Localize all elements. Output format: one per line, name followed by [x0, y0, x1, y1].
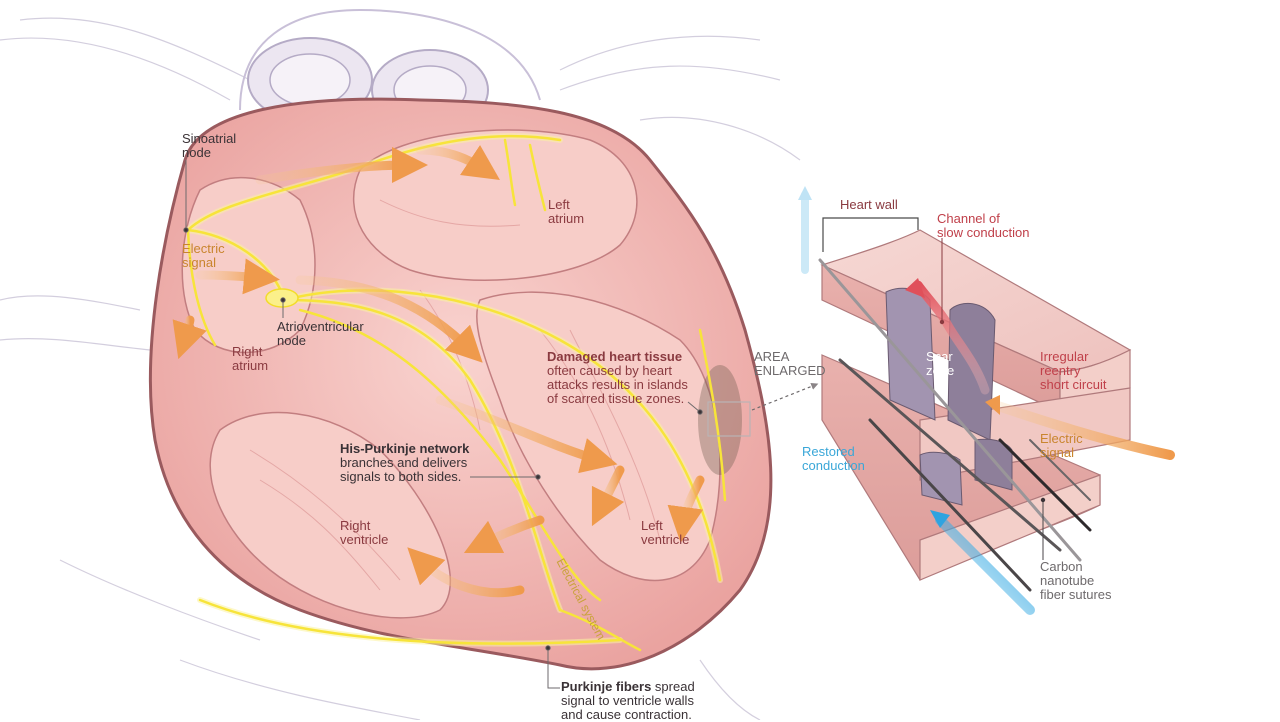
restored-conduction-arrow [935, 515, 1035, 615]
reentry-arrow [913, 280, 990, 395]
label-his-purkinje-title: His-Purkinje network [340, 441, 470, 456]
heart-wall-bracket [822, 217, 919, 252]
area-enlarged-connector [751, 382, 819, 411]
damaged-tissue-patch [698, 365, 742, 475]
label-sinoatrial-node: Sinoatrial node [182, 131, 237, 160]
label-his-purkinje-body: branches and delivers signals to both si… [340, 455, 468, 484]
label-left-ventricle: Left ventricle [641, 518, 690, 547]
label-restored-conduction: Restored conduction [802, 444, 865, 473]
label-heart-wall: Heart wall [840, 197, 898, 212]
label-purkinje-title: Purkinje fibers [561, 679, 652, 694]
label-av-node: Atrioventricular node [277, 319, 364, 348]
vessel-sketch [0, 17, 801, 720]
label-scar-zone: Scar zone [926, 349, 955, 378]
label-right-ventricle: Right ventricle [340, 518, 389, 547]
label-electric-signal-right: Electric signal [1040, 431, 1083, 460]
label-left-atrium: Left atrium [548, 197, 585, 226]
label-electric-signal-left: Electric signal [182, 241, 225, 270]
signal-arrows [172, 145, 705, 598]
label-purkinje-body: spread signal to ventricle walls and cau… [561, 679, 695, 722]
area-enlarged-box [707, 401, 751, 437]
leader-lines [183, 160, 703, 689]
heart-wall-block [798, 186, 1175, 615]
label-damaged-title: Damaged heart tissue [547, 349, 683, 364]
label-purkinje-fibers: Purkinje fibers spread signal to ventric… [561, 680, 695, 722]
label-damaged-body: often caused by heart attacks results in… [547, 363, 688, 406]
label-right-atrium: Right atrium [232, 344, 269, 373]
label-irregular-reentry: Irregular reentry short circuit [1040, 349, 1107, 392]
label-carbon-nanotube: Carbon nanotube fiber sutures [1040, 559, 1112, 602]
carbon-fiber-sutures [818, 258, 1092, 592]
label-channel-slow-conduction: Channel of slow conduction [937, 211, 1030, 240]
electric-signal-arrow-right [990, 400, 1175, 460]
label-area-enlarged: AREA ENLARGED [754, 349, 826, 378]
scar-zones [885, 287, 1013, 506]
